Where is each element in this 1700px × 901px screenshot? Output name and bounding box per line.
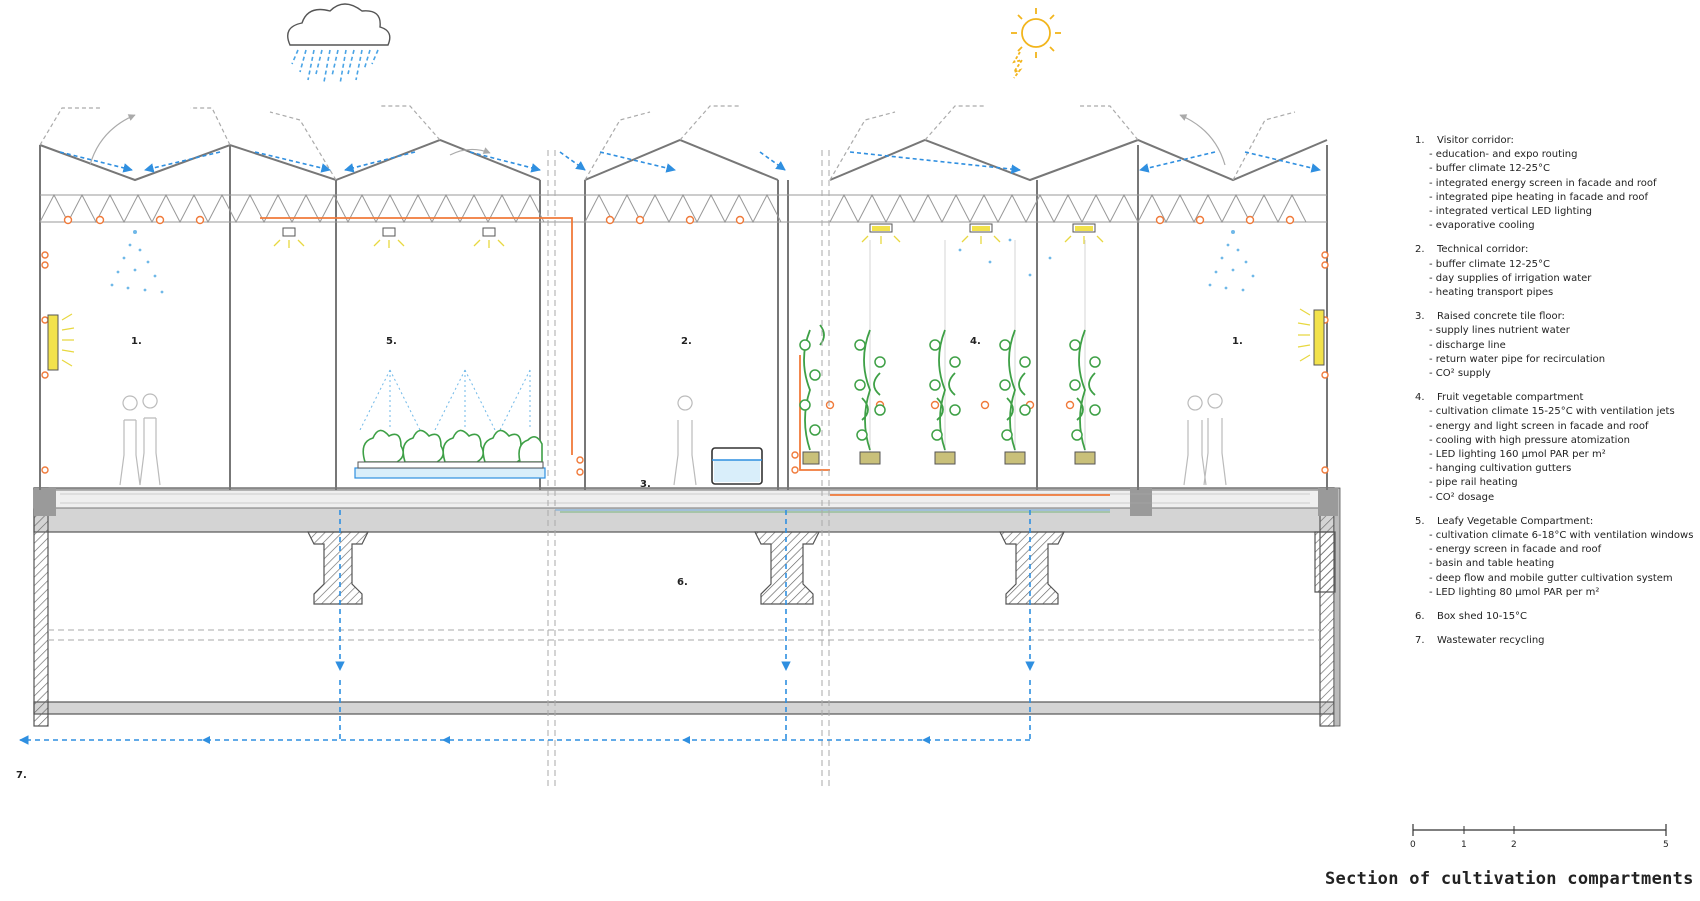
mist-sprays	[110, 230, 1255, 294]
gutter-arrows	[59, 151, 1321, 174]
scale-bar: 0 1 2 5	[1410, 824, 1669, 850]
legend-item: - hanging cultivation gutters	[1429, 463, 1572, 475]
legend-item: - integrated vertical LED lighting	[1429, 206, 1593, 218]
label-1-left: 1.	[131, 336, 142, 347]
label-7: 7.	[16, 770, 27, 781]
legend-num: 6.	[1415, 611, 1425, 623]
legend-item: - evaporative cooling	[1429, 220, 1535, 232]
legend-item: - discharge line	[1429, 339, 1506, 351]
scale-tick-5: 5	[1663, 840, 1669, 850]
rain-cloud-icon	[287, 3, 391, 85]
scale-tick-1: 1	[1461, 840, 1467, 850]
legend-title: Leafy Vegetable Compartment:	[1437, 515, 1594, 527]
legend-section-6: 6. Box shed 10-15°C	[1415, 610, 1700, 624]
legend-item: - buffer climate 12-25°C	[1429, 258, 1551, 270]
legend-section-2: 2. Technical corridor: - buffer climate 1…	[1415, 243, 1700, 300]
legend-num: 2.	[1415, 244, 1425, 256]
legend-item: - education- and expo routing	[1429, 149, 1578, 161]
legend-item: - cooling with high pressure atomization	[1429, 434, 1630, 446]
legend-item: - CO² supply	[1429, 368, 1491, 380]
legend-item: - return water pipe for recirculation	[1429, 353, 1606, 365]
label-5: 5.	[386, 336, 397, 347]
legend: 1. Visitor corridor: - education- and exp…	[1415, 134, 1700, 659]
floor-slab	[33, 487, 1341, 727]
legend-section-1: 1. Visitor corridor: - education- and exp…	[1415, 134, 1700, 233]
roof-vents-open	[39, 105, 1296, 181]
legend-section-5: 5. Leafy Vegetable Compartment: - cultiva…	[1415, 515, 1700, 600]
raised-floor	[33, 488, 1338, 516]
legend-item: - buffer climate 12-25°C	[1429, 163, 1551, 175]
wastewater-flow	[19, 510, 1035, 745]
legend-title: Raised concrete tile floor:	[1437, 311, 1565, 323]
visitor-figures	[119, 393, 1227, 486]
label-3: 3.	[640, 479, 651, 490]
section-cut-lines	[547, 150, 830, 790]
legend-title: Box shed 10-15°C	[1437, 611, 1528, 623]
greenhouse-frame	[39, 145, 1328, 490]
heating-pipes	[260, 217, 830, 471]
legend-item: - LED lighting 160 µmol PAR per m²	[1429, 449, 1606, 461]
roof-ridges	[39, 138, 1328, 182]
legend-section-4: 4. Fruit vegetable compartment - cultivat…	[1415, 391, 1700, 505]
roof-truss	[39, 193, 1327, 224]
legend-item: - integrated energy screen in facade and…	[1429, 177, 1657, 189]
legend-item: - LED lighting 80 µmol PAR per m²	[1429, 586, 1600, 598]
legend-num: 1.	[1415, 135, 1425, 146]
legend-section-7: 7. Wastewater recycling	[1415, 634, 1700, 648]
legend-item: - day supplies of irrigation water	[1429, 272, 1592, 284]
legend-item: - CO² dosage	[1429, 491, 1495, 503]
scale-tick-2: 2	[1511, 840, 1517, 850]
scale-tick-0: 0	[1410, 840, 1416, 850]
label-2: 2.	[681, 336, 692, 347]
legend-title: Fruit vegetable compartment	[1437, 392, 1584, 404]
legend-title: Technical corridor:	[1437, 244, 1529, 256]
legend-num: 4.	[1415, 392, 1425, 404]
sun-icon	[1011, 8, 1061, 79]
legend-num: 3.	[1415, 311, 1425, 323]
water-basin	[711, 447, 763, 485]
drain-arrowheads	[202, 736, 930, 744]
legend-title: Visitor corridor:	[1437, 135, 1514, 146]
legend-item: - basin and table heating	[1429, 558, 1555, 570]
legend-item: - heating transport pipes	[1429, 287, 1554, 299]
led-fixtures	[47, 223, 1325, 371]
support-columns	[307, 531, 1336, 605]
legend-section-3: 3. Raised concrete tile floor: - supply l…	[1415, 310, 1700, 381]
roof-airflow-arrows	[89, 114, 1226, 166]
legend-item: - deep flow and mobile gutter cultivatio…	[1429, 572, 1673, 584]
label-6: 6.	[677, 577, 688, 588]
label-1-right: 1.	[1232, 336, 1243, 347]
leafy-table	[354, 429, 546, 479]
table-sprinklers	[359, 369, 531, 431]
label-4: 4.	[970, 336, 981, 347]
legend-item: - cultivation climate 15-25°C with venti…	[1429, 406, 1675, 418]
legend-item: - pipe rail heating	[1429, 477, 1518, 489]
legend-num: 5.	[1415, 515, 1425, 527]
hanging-plants	[799, 240, 1101, 465]
drawing-title: Section of cultivation compartments	[1325, 869, 1694, 889]
legend-item: - supply lines nutrient water	[1429, 325, 1570, 337]
legend-title: Wastewater recycling	[1437, 635, 1545, 647]
legend-item: - energy and light screen in facade and …	[1429, 420, 1649, 432]
legend-num: 7.	[1415, 635, 1425, 647]
legend-item: - cultivation climate 6-18°C with ventil…	[1429, 530, 1694, 542]
heating-pipe-nodes	[41, 215, 1329, 476]
legend-item: - integrated pipe heating in facade and …	[1429, 191, 1649, 203]
legend-item: - energy screen in facade and roof	[1429, 544, 1602, 556]
